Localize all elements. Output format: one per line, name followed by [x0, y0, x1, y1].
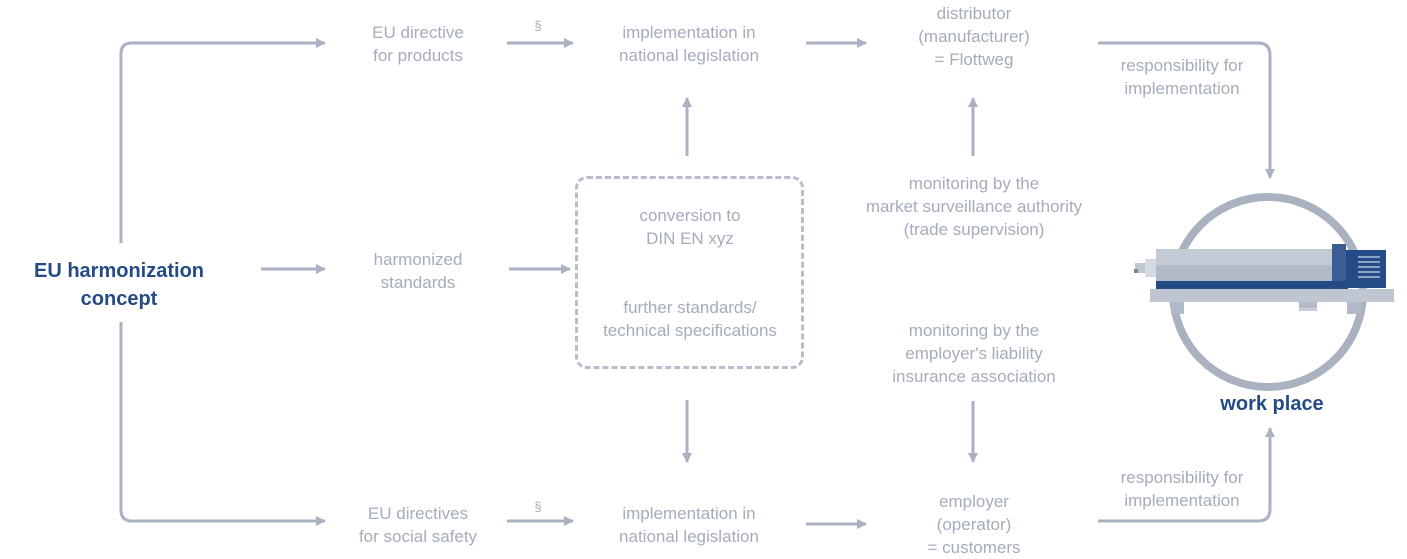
arrow-distributor-to-workplace [1098, 41, 1276, 180]
implementation-national-bottom: implementation in national legislation [619, 504, 759, 546]
concept-title: EU harmonization concept [33, 260, 205, 310]
eu-directives-social-safety: EU directives for social safety [358, 504, 478, 546]
responsibility-top: responsibility for implementation [1120, 56, 1244, 98]
standards-conversion-box [575, 176, 804, 369]
arrow-concept-to-social [119, 322, 327, 527]
eu-directive-products: EU directive for products [372, 23, 464, 65]
centrifuge-icon [1134, 244, 1394, 314]
harmonized-standards: harmonized standards [373, 250, 463, 292]
arrow-employer-to-workplace [1098, 426, 1276, 523]
monitoring-market-surveillance: monitoring by the market surveillance au… [865, 174, 1083, 239]
implementation-national-top: implementation in national legislation [619, 23, 759, 65]
arrow-concept-to-products [119, 37, 327, 243]
further-standards: further standards/ technical specificati… [603, 298, 777, 340]
employer-operator: employer (operator) = customers [927, 492, 1021, 557]
section-mark-top: § [534, 18, 542, 33]
conversion-din-en: conversion to DIN EN xyz [639, 206, 741, 248]
work-place-label: work place [1220, 393, 1324, 415]
section-mark-bottom: § [534, 499, 542, 514]
responsibility-bottom: responsibility for implementation [1120, 468, 1244, 510]
monitoring-employer-liability: monitoring by the employer's liability i… [892, 321, 1056, 386]
distributor-manufacturer: distributor (manufacturer) = Flottweg [918, 4, 1030, 69]
